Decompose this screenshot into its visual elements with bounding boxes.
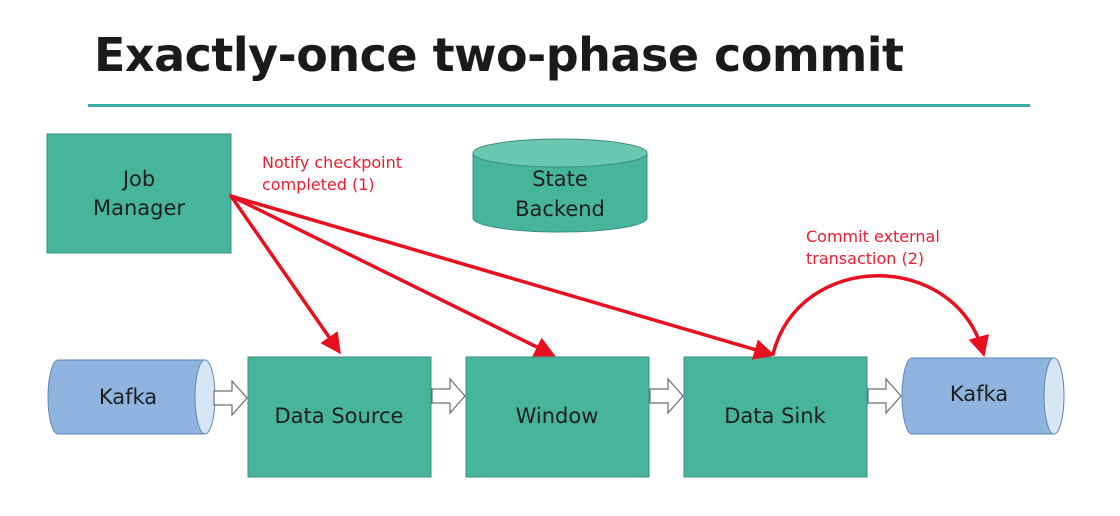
window-label: Window bbox=[516, 404, 599, 428]
kafka-sink-node: Kafka bbox=[901, 357, 1065, 435]
flow-arrow-sink-to-kafka bbox=[867, 377, 902, 415]
notify-arrow-window bbox=[229, 194, 556, 357]
notify-annotation-line2: completed (1) bbox=[262, 175, 375, 194]
data-sink-label: Data Sink bbox=[724, 404, 826, 428]
kafka-sink-label: Kafka bbox=[950, 382, 1008, 406]
state-backend-label-line2: Backend bbox=[515, 197, 605, 221]
slide-title: Exactly-once two-phase commit bbox=[94, 28, 904, 82]
commit-annotation-line1: Commit external bbox=[806, 227, 940, 246]
state-backend-node: State Backend bbox=[472, 138, 648, 233]
commit-annotation-line2: transaction (2) bbox=[806, 249, 924, 268]
job-manager-label-line1: Job bbox=[121, 167, 155, 191]
state-backend-label-line1: State bbox=[532, 167, 588, 191]
job-manager-node: Job Manager bbox=[46, 133, 232, 254]
kafka-source-label: Kafka bbox=[99, 385, 157, 409]
title-underline bbox=[88, 104, 1030, 107]
window-node: Window bbox=[465, 356, 650, 478]
data-sink-node: Data Sink bbox=[683, 356, 868, 478]
commit-arrow bbox=[771, 274, 989, 358]
kafka-source-node: Kafka bbox=[47, 359, 216, 435]
flow-arrow-window-to-sink bbox=[649, 377, 684, 415]
data-source-node: Data Source bbox=[247, 356, 432, 478]
notify-arrow-data-sink bbox=[229, 194, 776, 360]
flow-arrow-kafka-to-source bbox=[213, 379, 248, 417]
data-source-label: Data Source bbox=[275, 404, 404, 428]
job-manager-label-line2: Manager bbox=[93, 196, 185, 220]
flow-arrow-source-to-window bbox=[431, 377, 466, 415]
notify-annotation-line1: Notify checkpoint bbox=[262, 153, 402, 172]
notify-arrow-data-source bbox=[229, 194, 341, 355]
